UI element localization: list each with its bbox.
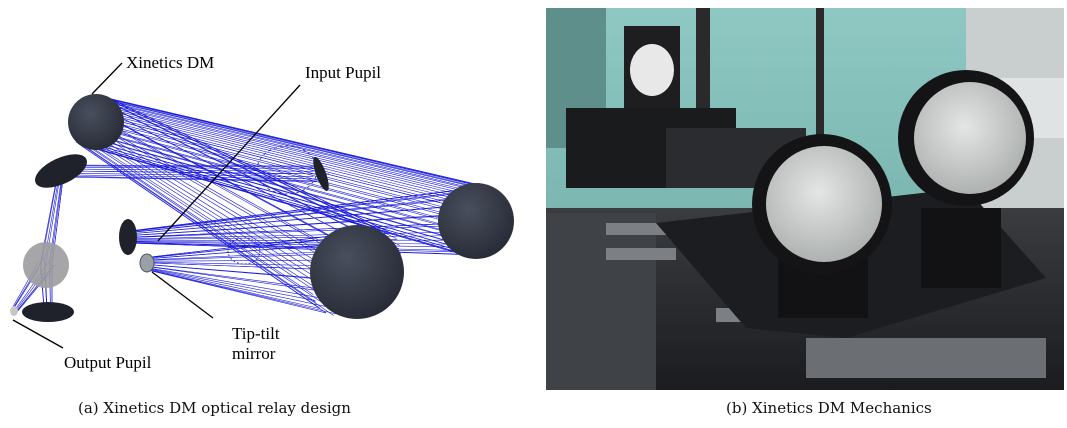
output-pupil-optic [22, 302, 74, 322]
caption-panel-a: (a) Xinetics DM optical relay design [78, 399, 351, 417]
photo-illustration [546, 8, 1064, 390]
xinetics-dm-mirror [68, 94, 124, 150]
ray-trace-svg: Xinetics DM Input Pupil Tip-tilt mirror … [10, 53, 514, 372]
tip-tilt-mirror-optic [119, 219, 137, 255]
label-input-pupil: Input Pupil [305, 63, 381, 82]
label-output-pupil: Output Pupil [64, 353, 152, 372]
leader-lines [12, 62, 301, 349]
input-pupil-optic [313, 156, 329, 192]
tip-tilt-mount [139, 253, 155, 273]
fold-mirror [35, 154, 87, 188]
label-tip-tilt-line2: mirror [232, 344, 276, 363]
lens-grey [23, 242, 69, 288]
beam-footprint-small [227, 237, 261, 265]
large-mirror-center [310, 225, 404, 319]
large-mirror-right [438, 183, 514, 259]
dm-mechanics-photo [546, 8, 1064, 390]
optical-relay-diagram: Xinetics DM Input Pupil Tip-tilt mirror … [0, 0, 530, 395]
output-pupil-mount [10, 306, 18, 316]
label-xinetics-dm: Xinetics DM [126, 53, 214, 72]
label-tip-tilt-line1: Tip-tilt [232, 324, 280, 343]
caption-panel-b: (b) Xinetics DM Mechanics [726, 399, 932, 417]
